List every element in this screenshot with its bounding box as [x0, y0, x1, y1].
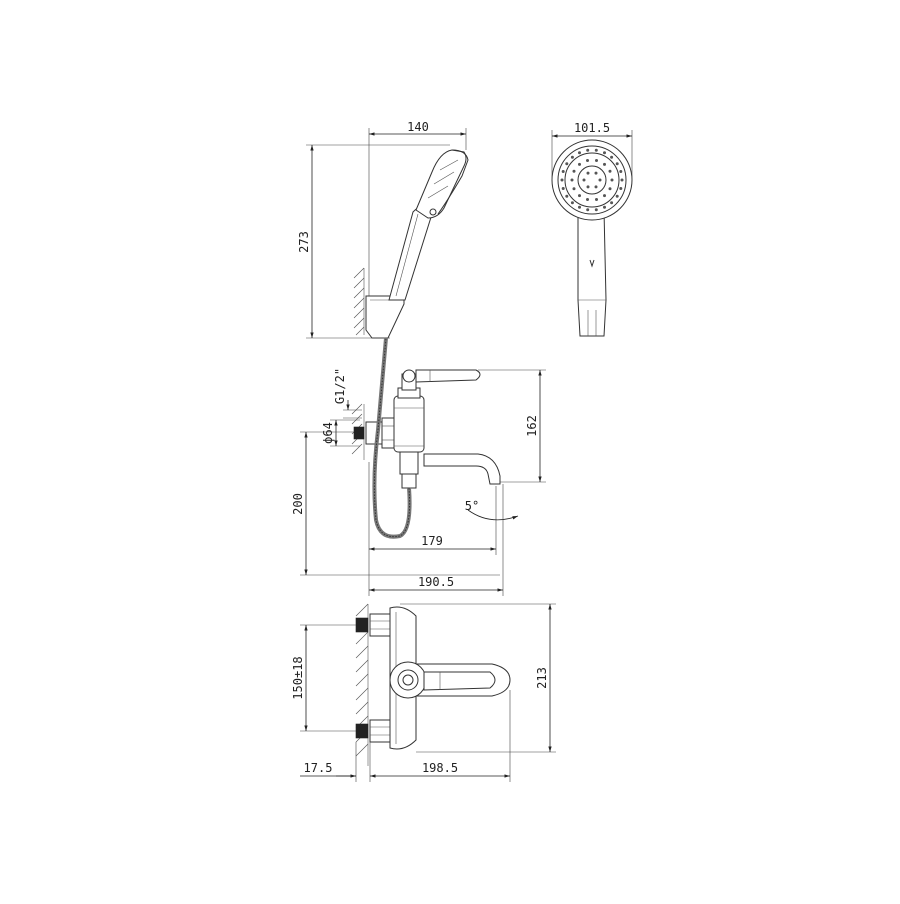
nozzle-dot	[610, 201, 614, 205]
dim-213: 213	[400, 603, 556, 753]
nozzle-dot	[565, 194, 569, 198]
label-101-5: 101.5	[574, 121, 610, 135]
top-lever-hub	[397, 669, 419, 691]
nozzle-dot	[586, 171, 590, 175]
front-handle	[577, 209, 607, 337]
nozzle-dot	[598, 178, 602, 182]
nozzle-dot	[570, 155, 574, 159]
nozzle-dot	[572, 187, 576, 191]
nozzle-dot	[561, 187, 565, 190]
label-spacing: 150±18	[291, 656, 305, 699]
label-thread: G1/2"	[333, 368, 347, 404]
top-eccentric-1	[369, 613, 391, 637]
mixer-side-view	[351, 337, 501, 539]
label-213: 213	[535, 667, 549, 689]
nozzle-dot	[560, 178, 564, 182]
shower-handle	[388, 206, 433, 301]
top-lever	[423, 671, 496, 691]
nozzle-dot	[582, 178, 586, 182]
nozzle-dot	[594, 171, 598, 175]
nozzle-dot	[619, 170, 623, 173]
nozzle-dot	[608, 169, 612, 173]
head-pivot	[429, 208, 437, 216]
nozzle-dot	[610, 155, 614, 159]
shower-head-side	[415, 149, 467, 219]
mixer-body	[393, 395, 425, 453]
nozzle-dot	[603, 194, 606, 198]
dim-198-5: 198.5	[370, 690, 511, 782]
nozzle-dot	[594, 148, 598, 152]
label-190-5: 190.5	[418, 575, 454, 589]
nozzle-dot	[578, 162, 581, 166]
top-wall-hatch	[355, 603, 369, 766]
label-162: 162	[525, 415, 539, 437]
nozzle-dot	[578, 194, 581, 198]
nozzle-dot	[594, 208, 598, 212]
nozzle-dot	[565, 162, 569, 166]
nozzle-dot	[594, 185, 598, 189]
nozzle-dot	[586, 198, 589, 201]
nozzle-dot	[570, 178, 574, 182]
dim-179: 179	[368, 462, 496, 596]
label-179: 179	[421, 534, 443, 548]
hand-shower-side-view	[353, 149, 469, 339]
nozzle-dot	[586, 208, 590, 212]
label-angle: 5°	[465, 499, 479, 513]
label-140: 140	[407, 120, 429, 134]
dim-offset: 17.5	[300, 742, 371, 782]
nozzle-dot	[578, 151, 581, 155]
dim-162: 162	[478, 369, 546, 483]
front-head-outer	[551, 139, 633, 221]
dim-190-5: 190.5	[369, 484, 504, 596]
top-inlet-1	[355, 617, 369, 633]
nozzle-dot	[620, 178, 624, 182]
shower-holder	[365, 295, 405, 339]
label-17-5: 17.5	[304, 761, 333, 775]
dim-140: 140	[368, 120, 467, 296]
dim-200: 200	[291, 431, 500, 576]
nozzle-dot	[603, 205, 606, 209]
dim-273: 273	[297, 144, 450, 339]
top-eccentric-2	[369, 719, 391, 743]
nozzle-dot	[603, 151, 606, 155]
label-200: 200	[291, 493, 305, 515]
inlet-connector	[353, 426, 365, 440]
label-273: 273	[297, 231, 311, 253]
lever	[415, 369, 481, 383]
nozzle-dot	[615, 162, 619, 166]
nozzle-dot	[595, 159, 598, 162]
hand-shower-front-view	[551, 139, 633, 337]
nozzle-dot	[610, 178, 614, 182]
front-nozzles	[560, 148, 624, 212]
nozzle-dot	[561, 170, 565, 173]
nozzle-dot	[595, 198, 598, 201]
label-198-5: 198.5	[422, 761, 458, 775]
nozzle-dot	[572, 169, 576, 173]
top-inlet-2	[355, 723, 369, 739]
hose-connector	[401, 473, 417, 489]
nozzle-dot	[586, 148, 590, 152]
lever-hub	[402, 369, 416, 383]
dim-diameter: ϕ64	[321, 419, 360, 447]
dim-thread: G1/2"	[333, 368, 362, 419]
dim-101-5: 101.5	[551, 121, 633, 180]
bracket-wall-hatch	[353, 267, 365, 336]
nozzle-dot	[608, 187, 612, 191]
nozzle-dot	[586, 185, 590, 189]
spout	[423, 453, 501, 485]
dim-angle: 5°	[465, 486, 519, 555]
diverter	[399, 451, 419, 475]
nozzle-dot	[619, 187, 623, 190]
mixer-wall-hatch	[351, 403, 365, 460]
nozzle-dot	[603, 162, 606, 166]
nozzle-dot	[570, 201, 574, 205]
nozzle-dot	[578, 205, 581, 209]
nozzle-dot	[615, 194, 619, 198]
nozzle-dot	[586, 159, 589, 162]
label-diameter: ϕ64	[321, 422, 335, 444]
dim-spacing: 150±18	[291, 624, 356, 732]
mixer-top-view	[355, 603, 511, 766]
